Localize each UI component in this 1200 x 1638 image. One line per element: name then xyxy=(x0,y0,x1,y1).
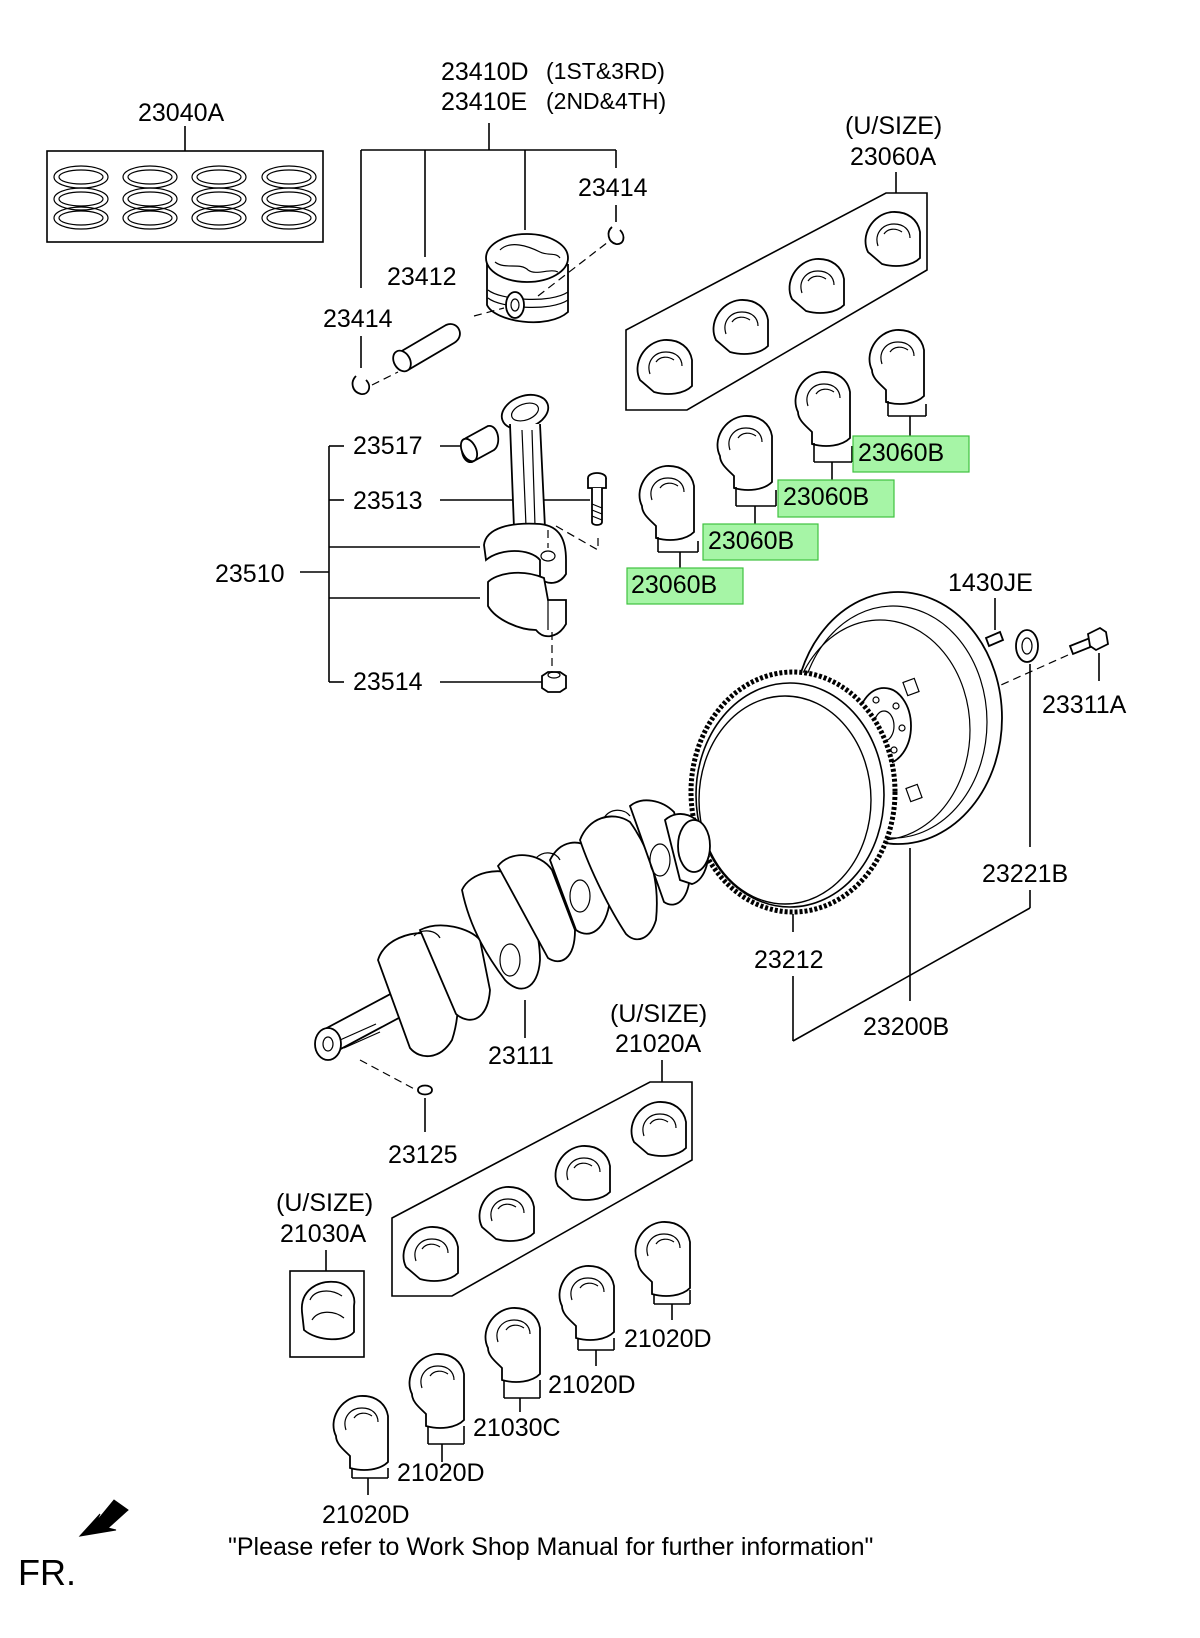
front-mark: FR. xyxy=(18,1552,76,1593)
label-thrust-bearing-set[interactable]: 21030A xyxy=(280,1220,367,1248)
label-crankshaft[interactable]: 23111 xyxy=(488,1042,554,1070)
snap-ring-left[interactable] xyxy=(351,375,371,395)
highlight-bearing-b1 xyxy=(626,567,744,605)
label-piston-2[interactable]: 23410E xyxy=(441,88,527,116)
bearing-shell-b3[interactable] xyxy=(794,371,853,480)
main-bearing-set[interactable] xyxy=(391,1081,693,1297)
label-piston-2-note: (2ND&4TH) xyxy=(546,88,666,114)
label-bearing-b1[interactable]: 23060B xyxy=(631,571,717,599)
label-piston-1[interactable]: 23410D xyxy=(441,58,529,86)
label-thrust-c[interactable]: 21030C xyxy=(473,1414,561,1442)
label-conrod-bolt[interactable]: 23513 xyxy=(353,487,423,515)
main-shell-d1[interactable] xyxy=(332,1395,389,1495)
label-flywheel[interactable]: 23200B xyxy=(863,1013,949,1041)
label-usize-main: (U/SIZE) xyxy=(610,1000,707,1028)
thrust-shell-c[interactable] xyxy=(484,1307,541,1412)
piston-ring-group-1 xyxy=(53,165,109,230)
label-conrod-nut[interactable]: 23514 xyxy=(353,668,423,696)
main-shell-d4[interactable] xyxy=(634,1221,691,1320)
label-piston-pin[interactable]: 23412 xyxy=(387,263,457,291)
snap-ring-right[interactable] xyxy=(607,226,625,245)
label-bearing-b2[interactable]: 23060B xyxy=(708,527,794,555)
dowel-pin[interactable] xyxy=(984,630,1005,648)
label-conrod-assy[interactable]: 23510 xyxy=(215,560,285,588)
main-shell-d2[interactable] xyxy=(408,1353,465,1462)
piston-ring-set[interactable] xyxy=(46,150,324,243)
piston[interactable] xyxy=(473,233,609,324)
conrod-bushing[interactable] xyxy=(458,425,500,464)
label-main-bearing-set[interactable]: 21020A xyxy=(615,1030,702,1058)
highlight-bearing-b4 xyxy=(852,435,970,473)
piston-ring-group-4 xyxy=(261,165,317,230)
piston-leader-lines xyxy=(360,123,617,288)
crankshaft[interactable] xyxy=(314,799,711,1093)
label-bearing-b4[interactable]: 23060B xyxy=(858,439,944,467)
connecting-rod[interactable] xyxy=(483,389,599,672)
highlight-bearing-b2 xyxy=(702,523,819,561)
label-spacer-23221[interactable]: 23221B xyxy=(982,860,1068,888)
conrod-nut[interactable] xyxy=(541,671,567,693)
label-main-d3[interactable]: 21020D xyxy=(548,1371,636,1399)
ring-gear[interactable] xyxy=(688,669,898,915)
piston-ring-group-2 xyxy=(122,165,178,230)
flywheel-bolt[interactable] xyxy=(1068,626,1109,656)
label-ring-gear[interactable]: 23212 xyxy=(754,946,824,974)
label-main-d1[interactable]: 21020D xyxy=(322,1501,410,1529)
footer-note: "Please refer to Work Shop Manual for fu… xyxy=(228,1533,873,1561)
label-ring-set[interactable]: 23040A xyxy=(138,99,225,127)
label-conrod-bushing[interactable]: 23517 xyxy=(353,432,423,460)
label-pin-1430[interactable]: 1430JE xyxy=(948,569,1033,597)
label-piston-1-note: (1ST&3RD) xyxy=(546,58,665,84)
label-bearing-set-top[interactable]: 23060A xyxy=(850,143,937,171)
bearing-shell-b4[interactable] xyxy=(868,329,927,436)
label-snap-ring-left[interactable]: 23414 xyxy=(323,305,393,333)
main-shell-d3[interactable] xyxy=(558,1265,615,1366)
piston-ring-group-3 xyxy=(191,165,247,230)
label-usize-top: (U/SIZE) xyxy=(845,112,942,140)
bearing-shell-b2[interactable] xyxy=(716,415,777,524)
highlight-bearing-b3 xyxy=(777,479,895,518)
bearing-set-top[interactable] xyxy=(625,192,928,411)
conrod-bolt[interactable] xyxy=(587,472,607,526)
label-bearing-b3[interactable]: 23060B xyxy=(783,483,869,511)
label-key[interactable]: 23125 xyxy=(388,1141,458,1169)
label-main-d4[interactable]: 21020D xyxy=(624,1325,712,1353)
label-snap-ring-right[interactable]: 23414 xyxy=(578,174,648,202)
label-main-d2[interactable]: 21020D xyxy=(397,1459,485,1487)
front-arrow-icon xyxy=(78,1499,129,1537)
bearing-shell-b1[interactable] xyxy=(638,465,699,568)
label-usize-thrust: (U/SIZE) xyxy=(276,1189,373,1217)
thrust-bearing-set[interactable] xyxy=(289,1270,365,1358)
label-bolt-23311[interactable]: 23311A xyxy=(1042,691,1127,719)
crankshaft-key[interactable] xyxy=(417,1084,433,1096)
piston-pin[interactable] xyxy=(390,323,461,374)
flywheel-spacer[interactable] xyxy=(1015,629,1039,663)
